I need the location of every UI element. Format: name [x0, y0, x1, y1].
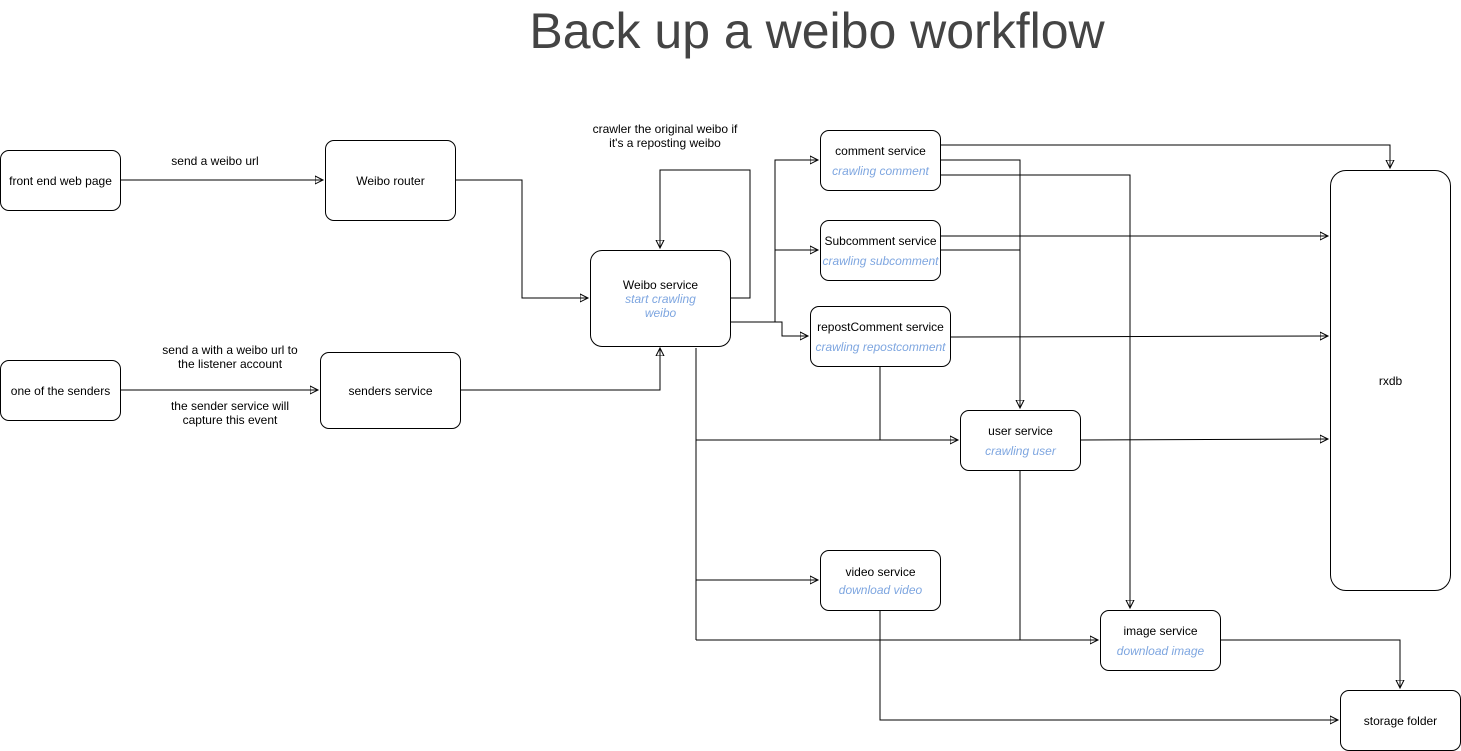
- node-image-service: image service download image: [1100, 610, 1221, 671]
- node-sublabel: crawling repostcomment: [815, 339, 946, 354]
- node-sublabel: download video: [838, 582, 923, 597]
- edge-weibo-comment: [730, 160, 818, 323]
- node-label: Weibo router: [356, 173, 425, 188]
- edge-label-capture-event: the sender service will capture this eve…: [170, 399, 290, 427]
- edge-label-send-with-url: send a with a weibo url to the listener …: [162, 343, 298, 371]
- edge-image-storage: [1220, 639, 1400, 688]
- edge-router-weibo: [455, 179, 588, 298]
- node-label: Weibo service: [622, 277, 699, 292]
- edge-weibo-repost: [775, 321, 808, 336]
- node-comment-service: comment service crawling comment: [820, 130, 941, 191]
- node-label: storage folder: [1363, 713, 1438, 728]
- node-rxdb: rxdb: [1330, 170, 1451, 591]
- node-sublabel: crawling comment: [832, 163, 929, 178]
- node-label: front end web page: [9, 173, 112, 188]
- node-weibo-router: Weibo router: [325, 140, 456, 221]
- node-label: comment service: [835, 143, 926, 158]
- node-one-of-the-senders: one of the senders: [0, 360, 121, 421]
- node-label: rxdb: [1378, 373, 1403, 388]
- node-user-service: user service crawling user: [960, 410, 1081, 471]
- node-sublabel: download image: [1116, 643, 1205, 658]
- node-sublabel: crawling subcomment: [822, 253, 939, 268]
- node-front-end-web-page: front end web page: [0, 150, 121, 211]
- node-repostcomment-service: repostComment service crawling repostcom…: [810, 306, 951, 367]
- node-senders-service: senders service: [320, 352, 461, 429]
- edge-label-crawler-original: crawler the original weibo if it's a rep…: [592, 122, 738, 150]
- edge-comment-image: [940, 174, 1130, 608]
- node-storage-folder: storage folder: [1340, 690, 1461, 751]
- edge-senders-weibo: [460, 348, 660, 391]
- edge-label-send-url: send a weibo url: [171, 154, 259, 168]
- node-weibo-service: Weibo service start crawling weibo: [590, 250, 731, 347]
- node-label: user service: [988, 423, 1053, 438]
- edge-comment-rxdb: [940, 144, 1390, 168]
- edge-user-rxdb: [1079, 439, 1328, 440]
- node-sublabel: crawling user: [985, 443, 1056, 458]
- node-sublabel: start crawling weibo: [625, 291, 696, 320]
- node-label: video service: [845, 564, 916, 579]
- node-label: one of the senders: [10, 383, 111, 398]
- diagram-title: Back up a weibo workflow: [529, 3, 1105, 59]
- node-subcomment-service: Subcomment service crawling subcomment: [820, 220, 941, 281]
- node-label: Subcomment service: [824, 233, 937, 248]
- edge-video-storage: [879, 610, 1338, 720]
- edge-repost-rxdb: [949, 336, 1328, 337]
- edge-weibo-selfloop: [660, 169, 751, 299]
- node-video-service: video service download video: [820, 550, 941, 611]
- node-label: repostComment service: [817, 319, 944, 334]
- edge-comment-user: [940, 159, 1020, 408]
- node-label: image service: [1123, 623, 1198, 638]
- node-label: senders service: [348, 383, 433, 398]
